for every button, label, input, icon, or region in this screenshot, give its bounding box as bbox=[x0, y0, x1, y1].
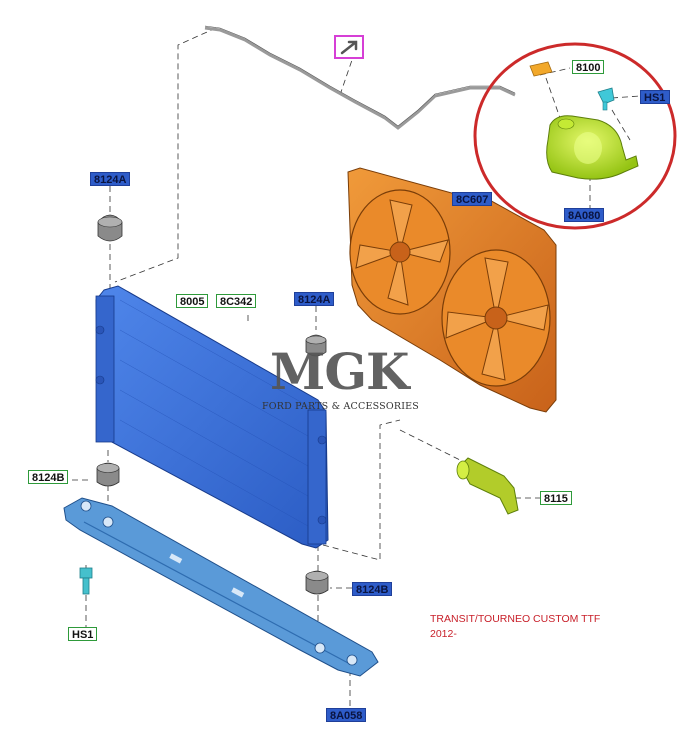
arrow-up-right-icon bbox=[334, 35, 364, 59]
lower-support-bracket bbox=[63, 497, 379, 677]
bleed-hose bbox=[204, 26, 516, 130]
rubber-mount-mid bbox=[305, 334, 327, 357]
rubber-mount-lower-left bbox=[96, 462, 120, 487]
callout-8124a-top[interactable]: 8124A bbox=[90, 172, 131, 186]
radiator bbox=[95, 285, 329, 549]
callout-8c342[interactable]: 8C342 bbox=[216, 294, 257, 308]
vehicle-model-note: TRANSIT/TOURNEO CUSTOM TTF 2012- bbox=[430, 612, 600, 642]
hex-bolt bbox=[79, 567, 93, 595]
callout-8124b-left[interactable]: 8124B bbox=[28, 470, 69, 484]
vehicle-year-line: 2012- bbox=[430, 628, 457, 640]
callout-hs1-bottom[interactable]: HS1 bbox=[68, 627, 98, 641]
callout-8a080[interactable]: 8A080 bbox=[564, 208, 605, 222]
bleed-hose-outline bbox=[204, 25, 516, 127]
callout-8124a-mid[interactable]: 8124A bbox=[294, 292, 335, 306]
callout-8a058[interactable]: 8A058 bbox=[326, 708, 367, 722]
watermark-tagline: FORD PARTS & ACCESSORIES bbox=[262, 401, 419, 412]
watermark-logo: MGK bbox=[270, 342, 410, 401]
vehicle-model-line: TRANSIT/TOURNEO CUSTOM TTF bbox=[430, 613, 601, 625]
coolant-reservoir bbox=[546, 115, 639, 180]
callout-8115[interactable]: 8115 bbox=[540, 491, 572, 505]
callout-8100[interactable]: 8100 bbox=[572, 60, 605, 74]
coolant-outlet-pipe bbox=[456, 457, 519, 515]
hose-clip bbox=[597, 87, 615, 111]
reservoir-cap bbox=[529, 61, 553, 77]
callout-hs1-top[interactable]: HS1 bbox=[640, 90, 670, 104]
callout-8c607[interactable]: 8C607 bbox=[452, 192, 493, 206]
rubber-mount-lower-right bbox=[305, 570, 329, 595]
callout-8124b-bottom[interactable]: 8124B bbox=[352, 582, 393, 596]
fan-shroud-assembly bbox=[347, 167, 557, 413]
highlight-circle bbox=[473, 42, 677, 230]
callout-8005[interactable]: 8005 bbox=[176, 294, 209, 308]
rubber-mount-top-left bbox=[97, 214, 123, 242]
